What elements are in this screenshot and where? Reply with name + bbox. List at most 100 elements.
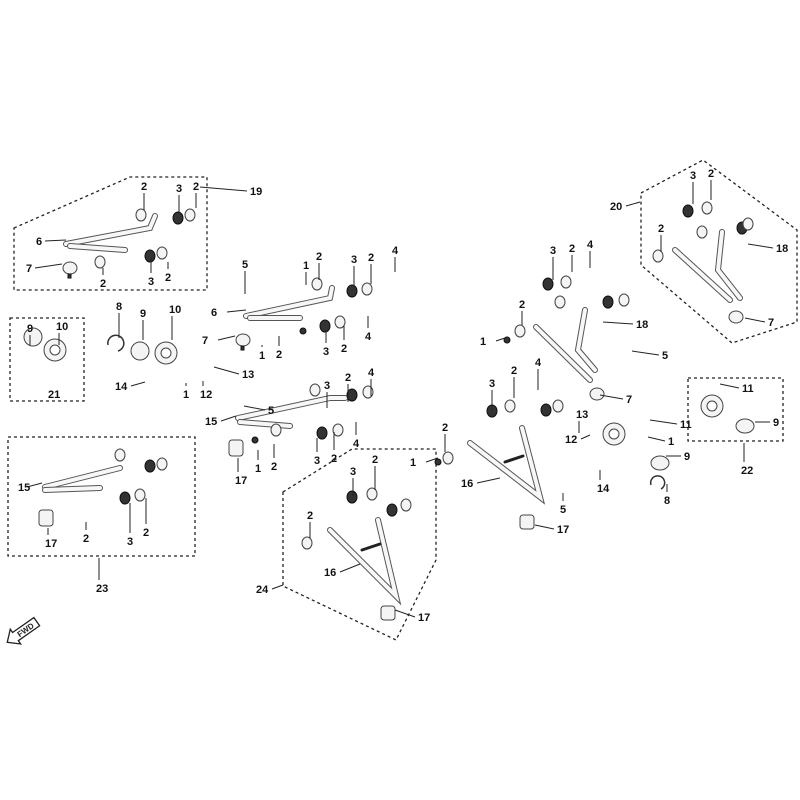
bushing: [346, 490, 358, 504]
callout-number: 15: [205, 416, 217, 428]
washer: [504, 399, 516, 413]
callout-number: 23: [96, 583, 108, 595]
bushing: [346, 388, 358, 402]
callout-number: 1: [303, 260, 309, 272]
callout-leader-line: [534, 524, 555, 530]
callout-number: 1: [668, 436, 674, 448]
assembly-box-24: [282, 448, 437, 641]
callout-number: 2: [569, 243, 575, 255]
callout-leader-line: [130, 381, 146, 387]
bushing: [319, 319, 331, 333]
forward-direction-arrow: FWD: [6, 616, 41, 645]
bushing: [144, 459, 156, 473]
callout-leader-line: [495, 336, 509, 342]
callout-number: 6: [211, 307, 217, 319]
callout-number: 2: [83, 533, 89, 545]
callout-number: 2: [193, 181, 199, 193]
callout-leader-line: [602, 321, 634, 325]
washer: [652, 249, 664, 263]
callout-number: 2: [100, 278, 106, 290]
washer: [311, 277, 323, 291]
callout-leader-line: [339, 563, 361, 573]
washer: [332, 423, 344, 437]
callout-number: 20: [610, 201, 622, 213]
callout-leader-line: [394, 609, 416, 618]
callout-number: 3: [314, 455, 320, 467]
callout-number: 21: [48, 389, 60, 401]
callout-number: 1: [255, 463, 261, 475]
washer: [114, 448, 126, 462]
bushing: [602, 295, 614, 309]
callout-number: 3: [550, 245, 556, 257]
callout-number: 3: [323, 346, 329, 358]
washer: [618, 293, 630, 307]
callout-number: 7: [202, 335, 208, 347]
callout-number: 4: [365, 331, 372, 343]
callout-leader-line: [649, 419, 678, 425]
callout-number: 14: [115, 381, 128, 393]
callout-leader-line: [476, 477, 501, 484]
callout-leader-line: [217, 335, 236, 341]
callout-number: 6: [36, 236, 42, 248]
callout-number: 5: [268, 405, 274, 417]
washer: [270, 423, 282, 437]
callout-number: 13: [576, 409, 588, 421]
bushing: [682, 204, 694, 218]
callout-number: 8: [664, 495, 670, 507]
bushing: [542, 277, 554, 291]
callout-number: 12: [565, 434, 577, 446]
callout-leader-line: [744, 317, 766, 323]
callout-number: 4: [392, 245, 399, 257]
washer: [94, 255, 106, 269]
washer: [400, 498, 412, 512]
callout-number: 5: [242, 259, 248, 271]
washer: [560, 275, 572, 289]
parts-illustrations: [23, 201, 755, 621]
bushing: [386, 503, 398, 517]
callout-leader-line: [747, 243, 774, 249]
callout-number: 3: [324, 380, 330, 392]
callout-number: 2: [341, 343, 347, 355]
callout-number: 1: [480, 336, 486, 348]
callout-number: 2: [276, 349, 282, 361]
callout-number: 2: [658, 223, 664, 235]
callout-number: 7: [768, 317, 774, 329]
bushing: [346, 284, 358, 298]
callout-number: 4: [587, 239, 594, 251]
callout-leader-line: [226, 309, 247, 313]
callout-number: 5: [560, 504, 566, 516]
callout-leader-line: [213, 366, 240, 375]
callout-number: 2: [316, 251, 322, 263]
callout-number: 9: [140, 308, 146, 320]
callout-number: 18: [776, 243, 788, 255]
callout-number: 2: [271, 461, 277, 473]
callout-number: 3: [489, 378, 495, 390]
washer: [309, 383, 321, 397]
bushing: [172, 211, 184, 225]
callout-number: 2: [708, 168, 714, 180]
bushing: [540, 403, 552, 417]
callout-number: 13: [242, 369, 254, 381]
callout-leader-line: [26, 482, 43, 488]
callout-number: 4: [368, 367, 375, 379]
callout-leader-line: [625, 201, 641, 207]
nut: [299, 327, 307, 335]
callout-number: 9: [684, 451, 690, 463]
callout-number: 2: [331, 453, 337, 465]
callout-number: 22: [741, 465, 753, 477]
washer: [696, 225, 708, 239]
callout-number: 16: [461, 478, 473, 490]
callout-number: 3: [690, 170, 696, 182]
callout-number: 5: [662, 350, 668, 362]
callout-number: 2: [511, 365, 517, 377]
callout-number: 3: [350, 466, 356, 478]
callout-number: 11: [680, 419, 692, 431]
callout-number: 24: [256, 584, 269, 596]
bushing: [144, 249, 156, 263]
washer: [334, 315, 346, 329]
callout-leader-line: [599, 394, 624, 400]
washer: [134, 488, 146, 502]
